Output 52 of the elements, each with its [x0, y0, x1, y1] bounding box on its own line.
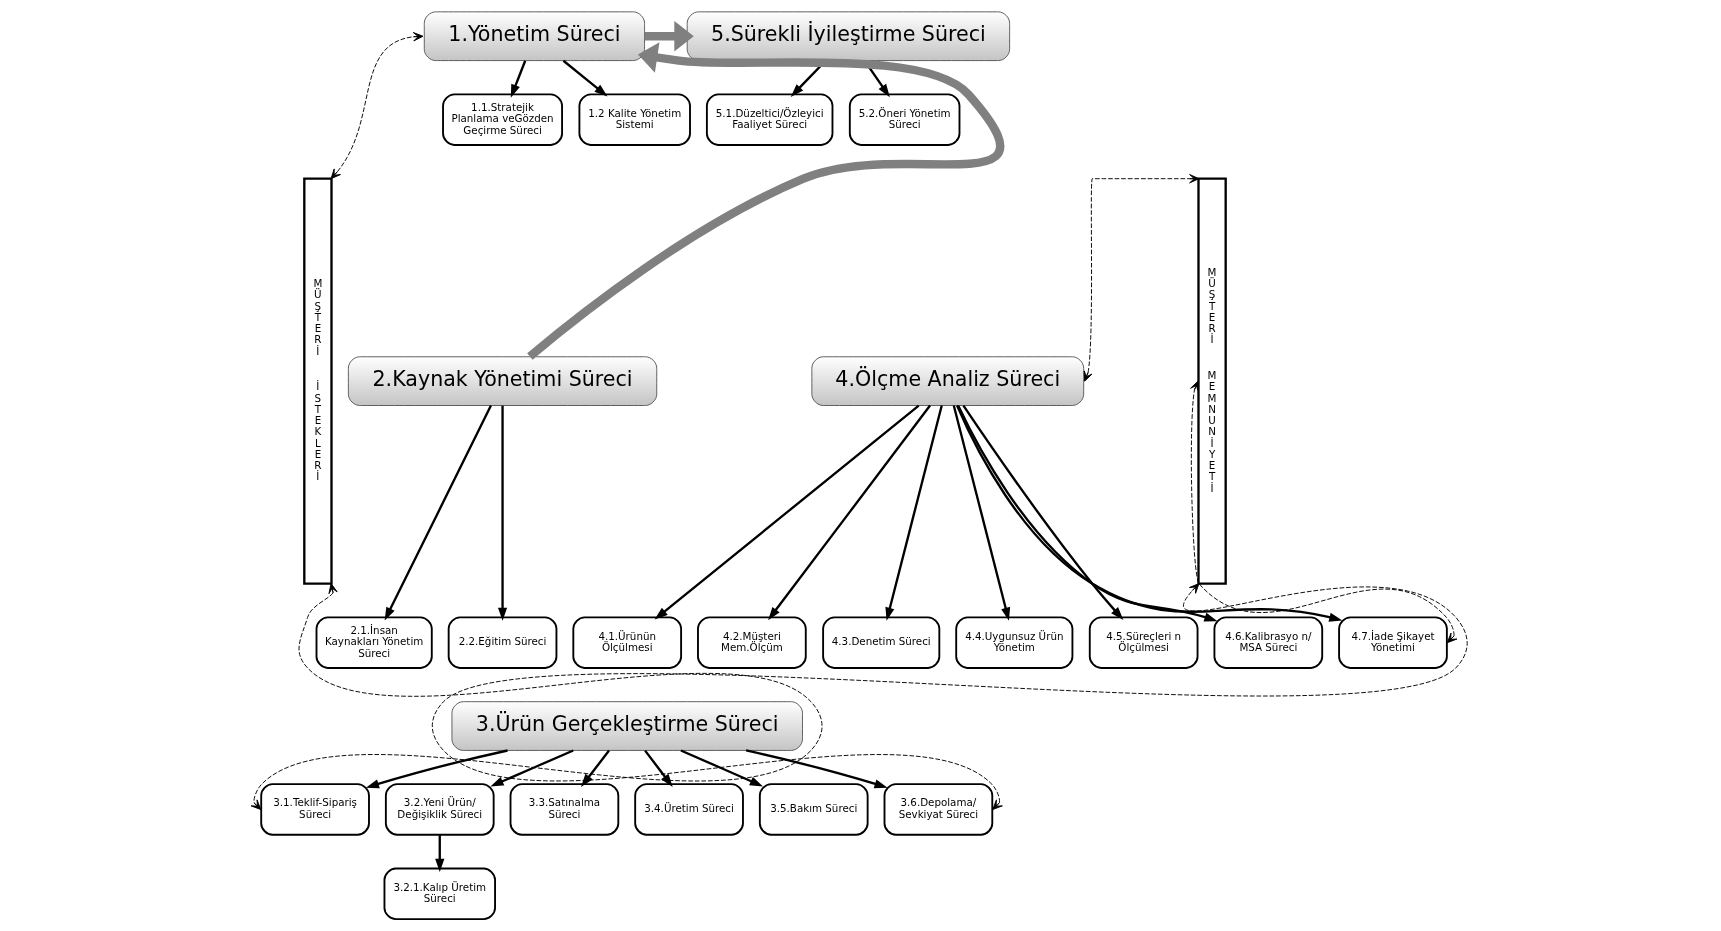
- arrow: [1190, 380, 1458, 644]
- node-box: 1.Yönetim Süreci: [423, 11, 645, 62]
- node-box: 1.2 Kalite Yönetim Sistemi: [578, 93, 691, 146]
- node-box: 1.1.Stratejik Planlama veGözden Geçirme Süreci: [442, 93, 563, 146]
- node-box: 2.2.Eğitim Süreci: [447, 616, 558, 669]
- arrow: [431, 583, 1468, 810]
- node-box: 3.2.1.Kalıp Üretim Süreci: [383, 867, 496, 921]
- arrow: [680, 749, 763, 787]
- node-box: 3.3.Satınalma Süreci: [509, 783, 620, 836]
- arrow: [644, 20, 694, 52]
- arrow: [384, 405, 492, 621]
- arrow: [527, 42, 1004, 360]
- node-box: 5.Sürekli İyileştirme Süreci: [686, 11, 1011, 62]
- node-box: 4.3.Denetim Süreci: [822, 616, 941, 669]
- node-box: 5.2.Öneri Yönetim Süreci: [848, 93, 961, 146]
- arrow: [497, 405, 508, 621]
- node-box: MÜŞTERİ MEMNUNİYETİ: [1197, 177, 1227, 585]
- node-box: 4.2.Müşteri Mem.Ölçüm: [697, 616, 807, 669]
- node-box: 3.1.Teklif-Sipariş Süreci: [260, 783, 370, 836]
- arrow: [562, 59, 608, 97]
- arrow: [330, 32, 424, 180]
- node-box: 4.1.Ürünün Ölçülmesi: [572, 616, 683, 669]
- arrow: [490, 749, 574, 787]
- arrow: [745, 749, 888, 789]
- arrow: [957, 405, 1218, 622]
- arrow: [768, 404, 931, 621]
- node-box: 4.4.Uygunsuz Ürün Yönetim: [955, 616, 1074, 669]
- node-box: 2.Kaynak Yönetimi Süreci: [347, 356, 658, 406]
- arrow: [435, 835, 445, 872]
- node-box: 2.1.İnsan Kaynakları Yönetim Süreci: [315, 616, 433, 669]
- node-box: MÜŞTERİ İSTEKLERİ: [303, 177, 333, 585]
- node-box: 4.7.İade Şikayet Yönetimi: [1338, 616, 1448, 669]
- node-box: 4.5.Süreçleri n Ölçülmesi: [1088, 616, 1199, 669]
- arrow: [956, 405, 1343, 622]
- arrow: [250, 583, 823, 810]
- node-box: 3.5.Bakım Süreci: [758, 783, 869, 836]
- arrow: [654, 404, 920, 620]
- node-box: 3.6.Depolama/ Sevkiyat Süreci: [883, 783, 994, 836]
- arrow: [885, 405, 943, 621]
- arrow: [952, 405, 1011, 621]
- arrow: [1083, 174, 1200, 382]
- arrow: [510, 60, 527, 98]
- node-box: 3.2.Yeni Ürün/ Değişiklik Süreci: [384, 783, 495, 836]
- arrow: [644, 749, 673, 787]
- node-box: 4.Ölçme Analiz Süreci: [811, 356, 1085, 406]
- node-box: 4.6.Kalibrasyo n/ MSA Süreci: [1213, 616, 1324, 669]
- node-box: 3.Ürün Gerçekleştirme Süreci: [451, 701, 803, 751]
- arrow: [581, 749, 610, 787]
- arrow: [365, 749, 508, 789]
- node-box: 5.1.Düzeltici/Özleyici Faaliyet Süreci: [705, 93, 834, 146]
- node-box: 3.4.Üretim Süreci: [634, 783, 744, 836]
- arrow: [962, 404, 1124, 620]
